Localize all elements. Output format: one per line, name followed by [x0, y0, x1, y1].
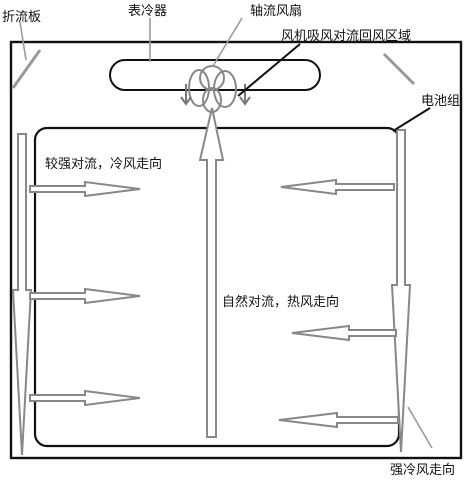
left-arrow-3 [29, 389, 141, 407]
center-up-arrow [198, 107, 225, 438]
label-return-zone: 风机吸风对流回风区域 [281, 29, 411, 44]
leader-battery [392, 107, 431, 132]
axial-fan [188, 65, 237, 113]
fan-suction-arrows [180, 84, 251, 106]
right-down-arrow [390, 129, 412, 453]
label-battery-pack: 电池组 [421, 94, 460, 109]
left-arrow-2 [29, 287, 141, 305]
right-arrow-2 [291, 324, 397, 342]
label-strong-convection: 较强对流，冷风走向 [45, 156, 162, 172]
leader-fan [212, 17, 243, 67]
enclosure-frame [9, 40, 463, 460]
right-arrow-3 [278, 411, 399, 429]
label-fan: 轴流风扇 [250, 3, 302, 19]
leader-baffle [19, 21, 27, 61]
right-arrow-1 [280, 178, 395, 196]
label-natural-convection: 自然对流，热风走向 [222, 294, 339, 310]
baffle-right [382, 52, 416, 86]
baffle-left [11, 49, 42, 89]
label-baffle: 折流板 [2, 10, 41, 25]
leader-strong-cold [407, 406, 433, 449]
label-strong-cold: 强冷风走向 [390, 462, 455, 478]
left-arrow-1 [29, 180, 141, 198]
label-cooler: 表冷器 [128, 4, 167, 19]
leader-return-zone [237, 43, 301, 97]
left-down-arrow [11, 133, 33, 456]
